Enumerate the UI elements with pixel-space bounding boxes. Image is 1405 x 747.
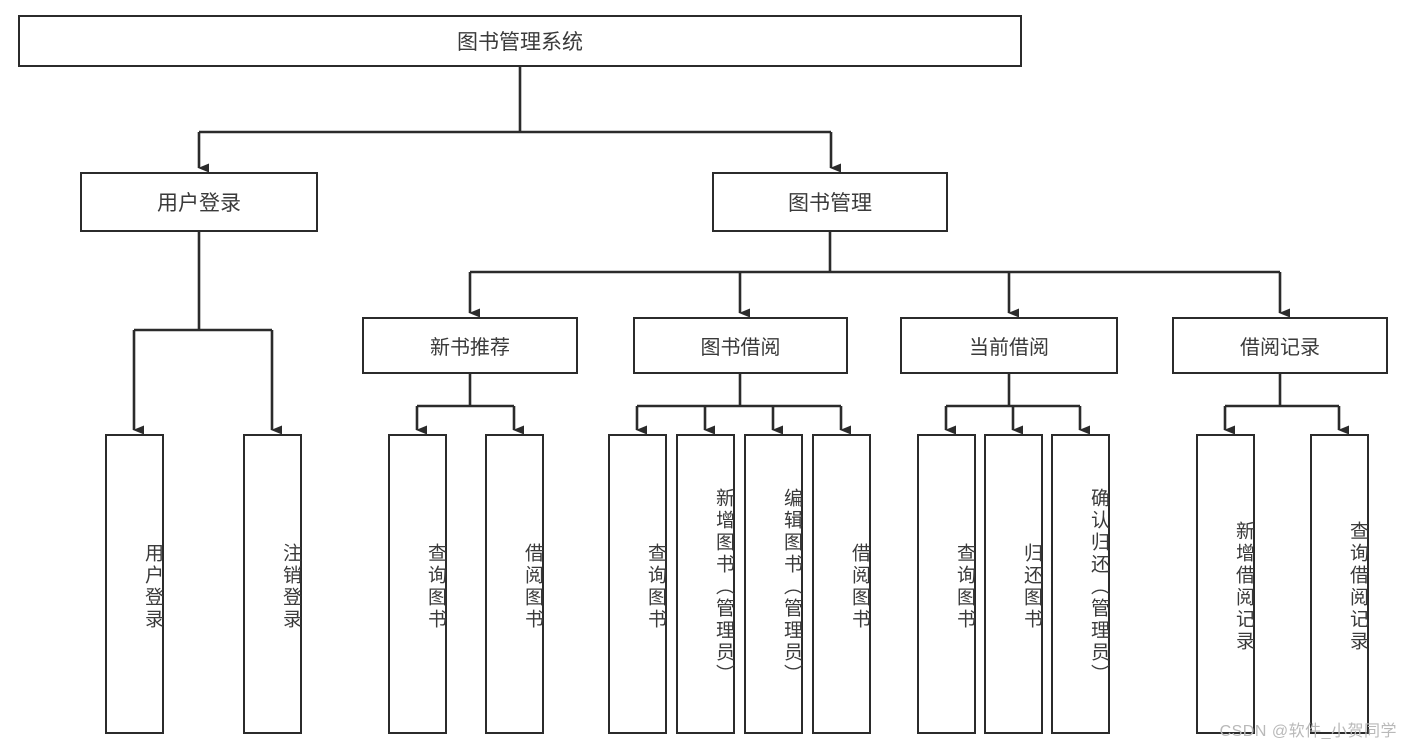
leaf-add-book-admin[interactable]: 新增图书（管理员） <box>676 434 735 734</box>
leaf-query-book-recommend-label: 查询图书 <box>425 543 446 631</box>
node-new-book-recommend[interactable]: 新书推荐 <box>362 317 578 374</box>
node-book-borrow[interactable]: 图书借阅 <box>633 317 848 374</box>
leaf-query-book-borrow[interactable]: 查询图书 <box>608 434 667 734</box>
node-root-label: 图书管理系统 <box>457 31 583 54</box>
leaf-user-login-label: 用户登录 <box>142 543 163 631</box>
leaf-user-login[interactable]: 用户登录 <box>105 434 164 734</box>
node-borrow-record-label: 借阅记录 <box>1240 337 1320 359</box>
node-book-management[interactable]: 图书管理 <box>712 172 948 232</box>
watermark: CSDN @软件_小贺同学 <box>1219 723 1397 740</box>
leaf-query-book-recommend[interactable]: 查询图书 <box>388 434 447 734</box>
node-current-borrow-label: 当前借阅 <box>969 337 1049 359</box>
leaf-add-book-admin-label: 新增图书（管理员） <box>713 488 734 686</box>
node-current-borrow[interactable]: 当前借阅 <box>900 317 1118 374</box>
leaf-borrow-book-recommend-label: 借阅图书 <box>522 543 543 631</box>
leaf-add-borrow-record[interactable]: 新增借阅记录 <box>1196 434 1255 734</box>
node-book-borrow-label: 图书借阅 <box>700 337 781 359</box>
leaf-borrow-book-recommend[interactable]: 借阅图书 <box>485 434 544 734</box>
leaf-add-borrow-record-label: 新增借阅记录 <box>1233 521 1254 653</box>
node-borrow-record[interactable]: 借阅记录 <box>1172 317 1388 374</box>
leaf-borrow-book-label: 借阅图书 <box>849 543 870 631</box>
leaf-query-book-current[interactable]: 查询图书 <box>917 434 976 734</box>
leaf-logout-label: 注销登录 <box>280 543 301 631</box>
leaf-return-book[interactable]: 归还图书 <box>984 434 1043 734</box>
node-user-login[interactable]: 用户登录 <box>80 172 318 232</box>
leaf-query-book-borrow-label: 查询图书 <box>645 543 666 631</box>
node-user-login-label: 用户登录 <box>157 192 241 215</box>
leaf-query-borrow-record[interactable]: 查询借阅记录 <box>1310 434 1369 734</box>
leaf-query-borrow-record-label: 查询借阅记录 <box>1347 521 1368 653</box>
leaf-borrow-book[interactable]: 借阅图书 <box>812 434 871 734</box>
leaf-query-book-current-label: 查询图书 <box>954 543 975 631</box>
leaf-edit-book-admin[interactable]: 编辑图书（管理员） <box>744 434 803 734</box>
node-root[interactable]: 图书管理系统 <box>18 15 1022 67</box>
node-book-management-label: 图书管理 <box>788 192 872 215</box>
leaf-edit-book-admin-label: 编辑图书（管理员） <box>781 488 802 686</box>
leaf-confirm-return-admin-label: 确认归还（管理员） <box>1088 488 1109 686</box>
node-new-book-recommend-label: 新书推荐 <box>430 337 510 359</box>
leaf-logout[interactable]: 注销登录 <box>243 434 302 734</box>
leaf-confirm-return-admin[interactable]: 确认归还（管理员） <box>1051 434 1110 734</box>
leaf-return-book-label: 归还图书 <box>1021 543 1042 631</box>
